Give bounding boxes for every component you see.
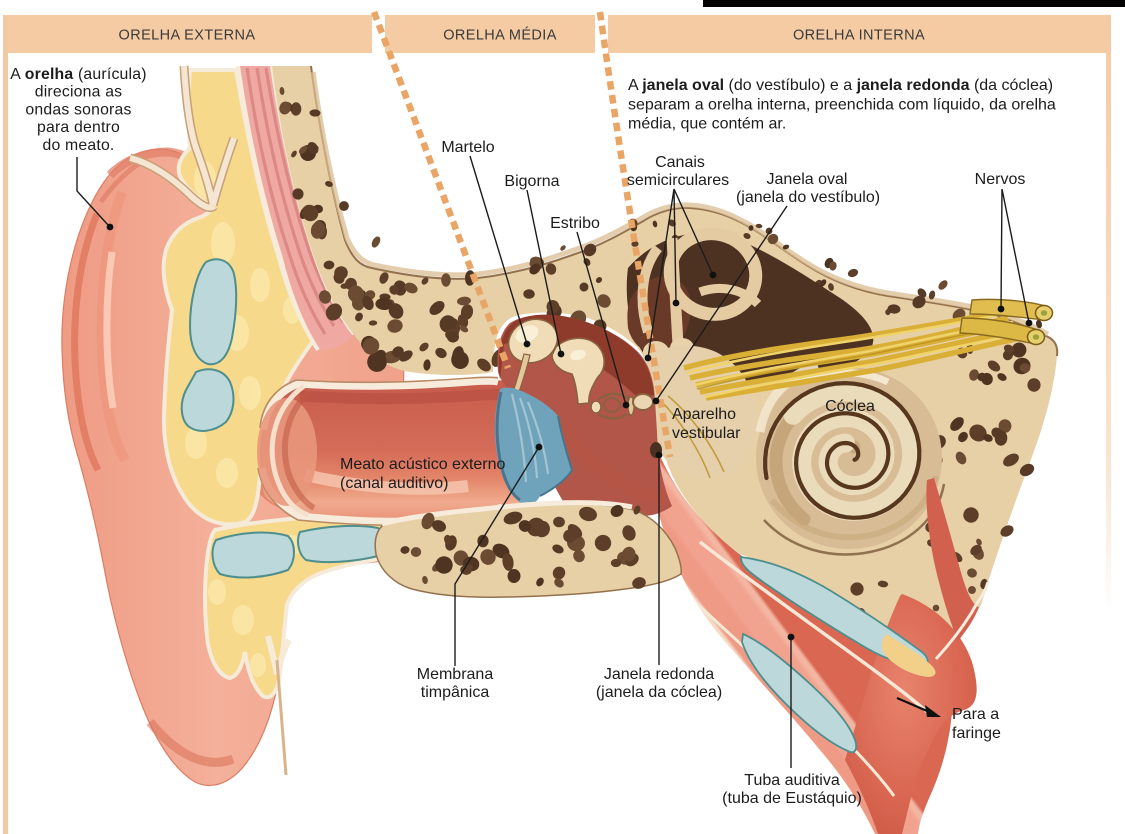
svg-text:(canal auditivo): (canal auditivo) [340,475,449,492]
svg-text:ondas sonoras: ondas sonoras [25,101,131,118]
svg-text:(tuba de Eustáquio): (tuba de Eustáquio) [722,790,862,807]
svg-text:timpânica: timpânica [421,684,490,701]
svg-text:(janela do vestíbulo): (janela do vestíbulo) [736,189,880,206]
svg-text:Bigorna: Bigorna [504,173,559,190]
svg-text:Martelo: Martelo [441,139,494,156]
svg-text:faringe: faringe [952,725,1001,742]
svg-text:Janela redonda: Janela redonda [604,666,714,683]
svg-text:A orelha (aurícula): A orelha (aurícula) [10,66,146,83]
svg-text:Membrana: Membrana [417,666,494,683]
svg-text:Cóclea: Cóclea [825,398,875,415]
svg-text:para dentro: para dentro [37,119,120,136]
svg-text:separam a orelha interna, pree: separam a orelha interna, preenchida com… [628,96,1056,113]
svg-text:ORELHA EXTERNA: ORELHA EXTERNA [119,28,256,44]
svg-text:Tuba auditiva: Tuba auditiva [744,772,840,789]
svg-text:direciona as: direciona as [35,84,123,101]
svg-text:Canais: Canais [655,154,705,171]
svg-text:média, que contém ar.: média, que contém ar. [628,116,786,133]
svg-text:Nervos: Nervos [975,171,1026,188]
svg-text:vestibular: vestibular [672,425,741,442]
svg-text:(janela da cóclea): (janela da cóclea) [596,684,722,701]
svg-text:Para a: Para a [952,706,999,723]
svg-text:Meato acústico externo: Meato acústico externo [340,456,506,473]
svg-text:semicirculares: semicirculares [627,172,729,189]
svg-text:do meato.: do meato. [42,137,114,154]
svg-text:ORELHA MÉDIA: ORELHA MÉDIA [443,27,557,44]
svg-text:A janela oval (do vestíbulo) e: A janela oval (do vestíbulo) e a janela … [628,77,1053,94]
svg-text:Aparelho: Aparelho [672,406,736,423]
svg-text:ORELHA INTERNA: ORELHA INTERNA [793,28,925,44]
svg-text:Janela oval: Janela oval [767,171,848,188]
svg-text:Estribo: Estribo [550,215,600,232]
